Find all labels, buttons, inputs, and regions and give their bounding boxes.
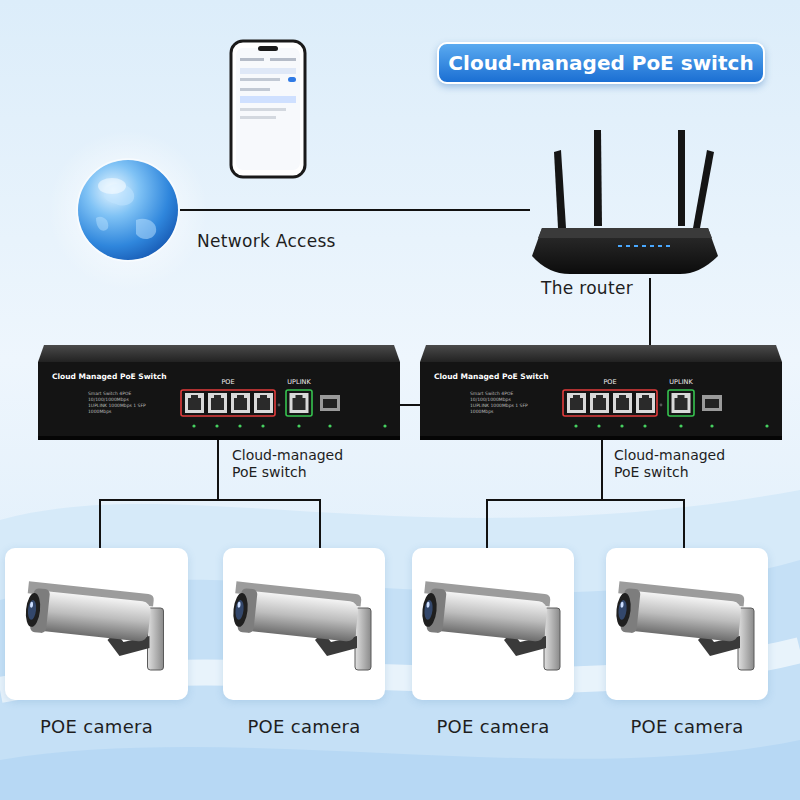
spec-text: Smart Switch 4POE 10/100/1000Mbps 1UPLIN… [470, 391, 528, 415]
port-group-label: POE [592, 379, 628, 387]
phone-illustration [258, 46, 278, 51]
network-cable [100, 440, 218, 548]
device-model-name: Cloud Managed PoE Switch [434, 372, 549, 381]
network-cable [487, 440, 602, 548]
phone-illustration [240, 58, 264, 61]
switch-illustration [38, 345, 400, 440]
background-waves [0, 740, 800, 800]
uplink-label: UPLINK [284, 379, 314, 387]
camera-caption: POE camera [412, 716, 574, 738]
phone-illustration [240, 78, 280, 81]
camera-illustration [412, 548, 574, 700]
phone-illustration [240, 96, 296, 103]
camera-illustration [223, 548, 385, 700]
background-waves [0, 490, 800, 800]
network-cable [180, 209, 530, 211]
phone-illustration [240, 116, 276, 119]
switch-caption: Cloud-managed PoE switch [232, 447, 367, 481]
internet-globe: Network Access [76, 158, 180, 262]
camera-card: POE camera [412, 548, 574, 700]
network-cable [649, 278, 651, 345]
network-cable [400, 404, 420, 406]
camera-caption: POE camera [606, 716, 768, 738]
globe-illustration [76, 158, 180, 262]
camera-illustration [606, 548, 768, 700]
switch-caption: Cloud-managed PoE switch [614, 447, 749, 481]
router-caption: The router [541, 278, 633, 298]
camera-illustration [420, 581, 560, 670]
uplink-label: UPLINK [666, 379, 696, 387]
globe-illustration [77, 159, 179, 261]
phone-illustration [288, 77, 296, 82]
router-illustration [532, 130, 718, 274]
phone-illustration [231, 41, 305, 177]
camera-illustration [614, 581, 754, 670]
title-pill: Cloud-managed PoE switch [437, 42, 765, 84]
phone-illustration [231, 41, 305, 177]
camera-card: POE camera [5, 548, 188, 700]
phone-illustration [236, 48, 300, 170]
phone-illustration [240, 108, 286, 111]
router-device: The router [530, 128, 720, 278]
background-waves [0, 490, 800, 800]
spec-text: Smart Switch 4POE 10/100/1000Mbps 1UPLIN… [88, 391, 146, 415]
phone-illustration [270, 58, 296, 61]
camera-caption: POE camera [223, 716, 385, 738]
phone-illustration [240, 68, 296, 74]
camera-illustration [5, 548, 188, 700]
globe-caption: Network Access [197, 231, 336, 251]
camera-card: POE camera [606, 548, 768, 700]
camera-card: POE camera [223, 548, 385, 700]
poe-switch: Cloud Managed PoE SwitchPOE UPLINK Smart S… [38, 345, 400, 440]
camera-illustration [24, 581, 164, 670]
camera-illustration [231, 581, 371, 670]
router-illustration [530, 128, 720, 278]
diagram-title: Cloud-managed PoE switch [448, 51, 753, 75]
poe-switch: Cloud Managed PoE SwitchPOE UPLINK Smart S… [420, 345, 782, 440]
switch-illustration [420, 345, 782, 440]
device-model-name: Cloud Managed PoE Switch [52, 372, 167, 381]
port-group-label: POE [210, 379, 246, 387]
camera-caption: POE camera [5, 716, 188, 738]
phone-illustration [240, 88, 270, 91]
